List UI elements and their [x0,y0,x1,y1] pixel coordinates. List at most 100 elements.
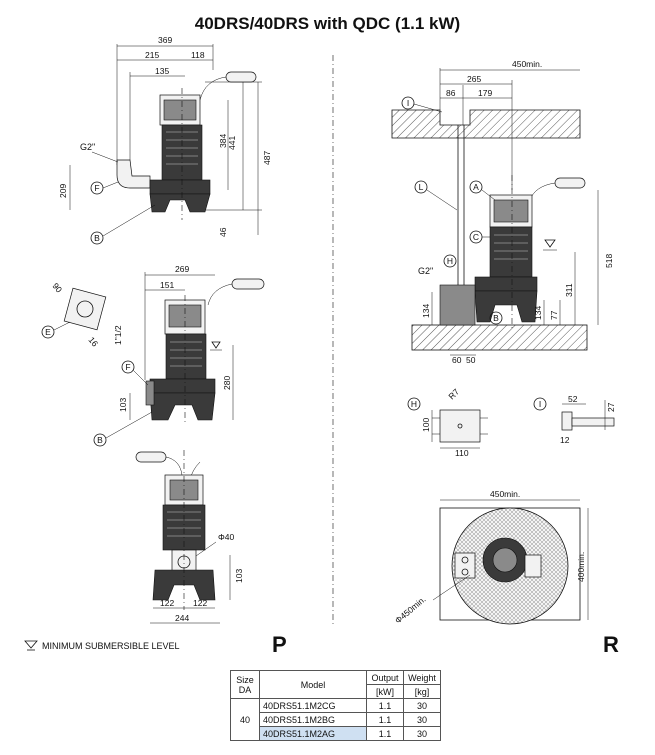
dim-441: 441 [227,136,237,150]
weight-cell: 30 [403,698,441,713]
label-g2-r: G2" [418,266,433,276]
svg-text:F: F [125,362,130,372]
dim-244: 244 [175,613,189,623]
dim-134-left: 134 [421,304,431,318]
callout-i-2 [533,397,547,411]
callout-e-1 [41,325,55,339]
dim-265: 265 [467,74,481,84]
table-row: 40DRS51.1M2AG 1.1 30 [231,726,441,741]
level-symbol-icon [24,640,38,651]
svg-text:H: H [447,256,453,266]
dim-16: 16 [86,335,100,349]
dim-369: 369 [158,35,172,45]
dim-134-right: 134 [533,306,543,320]
dim-52: 52 [568,394,578,404]
legend-text: MINIMUM SUBMERSIBLE LEVEL [42,641,180,651]
table-row: 40 40DRS51.1M2CG 1.1 30 [230,698,441,741]
dim-103-side: 103 [118,398,128,412]
model-cell: 40DRS51.1M2CG [259,698,367,713]
dim-phi40: Φ40 [218,532,235,542]
dim-phi450min: Φ450min. [393,594,428,625]
model-cell: 40DRS51.1M2BG [259,712,367,727]
dim-450min-top: 450min. [512,59,542,69]
dim-60: 60 [452,355,462,365]
label-g2-p: G2" [80,142,95,152]
callout-b-1 [90,231,104,245]
dim-r7: R7 [446,386,461,401]
dim-209: 209 [58,184,68,198]
page-title: 40DRS/40DRS with QDC (1.1 kW) [194,14,461,33]
dim-86: 86 [446,88,456,98]
callout-l [414,180,428,194]
dim-384: 384 [218,134,228,148]
dim-135: 135 [155,66,169,76]
dim-46: 46 [218,227,228,237]
callout-i-1 [401,96,415,110]
pump-side-view-2: 269 151 90 16 1"1/2 E 280 103 [41,264,265,447]
dim-110: 110 [455,448,469,458]
svg-text:L: L [419,182,424,192]
dim-100: 100 [421,418,431,432]
unit-weight: [kg] [403,684,441,699]
dim-400min: 400min. [576,552,586,582]
callout-b-3 [489,311,503,325]
view-label-p: P [272,632,287,657]
dim-122-right: 122 [193,598,207,608]
callout-a [469,180,483,194]
view-label-r: R [603,632,619,657]
svg-text:F: F [94,183,99,193]
dim-122-left: 122 [160,598,174,608]
dim-103-front: 103 [234,569,244,583]
dim-450min-plan: 450min. [490,489,520,499]
dim-280: 280 [222,376,232,390]
size-value: 40 [230,698,260,741]
header-output: Output [366,670,404,685]
label-rp: 1"1/2 [113,325,123,345]
detail-bracket-i: I 52 27 12 [533,394,616,445]
callout-h-1 [443,254,457,268]
dim-27: 27 [606,402,616,412]
svg-text:E: E [45,327,51,337]
dim-269: 269 [175,264,189,274]
dim-90: 90 [50,281,64,295]
dim-487: 487 [262,151,272,165]
svg-text:B: B [493,313,499,323]
table-row: 40DRS51.1M2BG 1.1 30 [231,712,441,727]
svg-text:C: C [473,232,479,242]
dim-518: 518 [604,254,614,268]
model-cell-selected[interactable]: 40DRS51.1M2AG [259,726,367,741]
svg-text:I: I [539,399,541,409]
detail-bracket-h: H R7 100 110 [407,386,488,458]
header-size: Size DA [230,670,260,699]
unit-output: [kW] [366,684,404,699]
svg-text:B: B [94,233,100,243]
legend: MINIMUM SUBMERSIBLE LEVEL [24,640,180,652]
dim-12: 12 [560,435,570,445]
header-model: Model [259,670,367,699]
weight-cell: 30 [403,712,441,727]
pump-front-view: Φ40 103 122 122 244 [135,450,244,624]
dim-311: 311 [564,283,574,297]
output-cell: 1.1 [366,712,404,727]
dim-215: 215 [145,50,159,60]
dim-50: 50 [466,355,476,365]
svg-text:H: H [411,399,417,409]
callout-f-2 [121,360,135,374]
output-cell: 1.1 [366,698,404,713]
spec-table: Size DA Model Output Weight [kW] [kg] 40… [230,670,441,741]
svg-text:I: I [407,98,409,108]
dim-179: 179 [478,88,492,98]
callout-h-2 [407,397,421,411]
pump-side-view-1: 369 215 118 135 441 487 384 46 209 G2" [58,35,272,245]
weight-cell: 30 [403,726,441,741]
callout-b-2 [93,433,107,447]
dim-77: 77 [549,310,559,320]
dim-118: 118 [191,50,205,60]
svg-text:B: B [97,435,103,445]
installation-plan-view: 450min. 400min. Φ450min. [393,489,589,626]
output-cell: 1.1 [366,726,404,741]
dim-151: 151 [160,280,174,290]
installation-section-view: 450min. 265 86 179 518 311 [391,59,614,365]
svg-text:A: A [473,182,479,192]
